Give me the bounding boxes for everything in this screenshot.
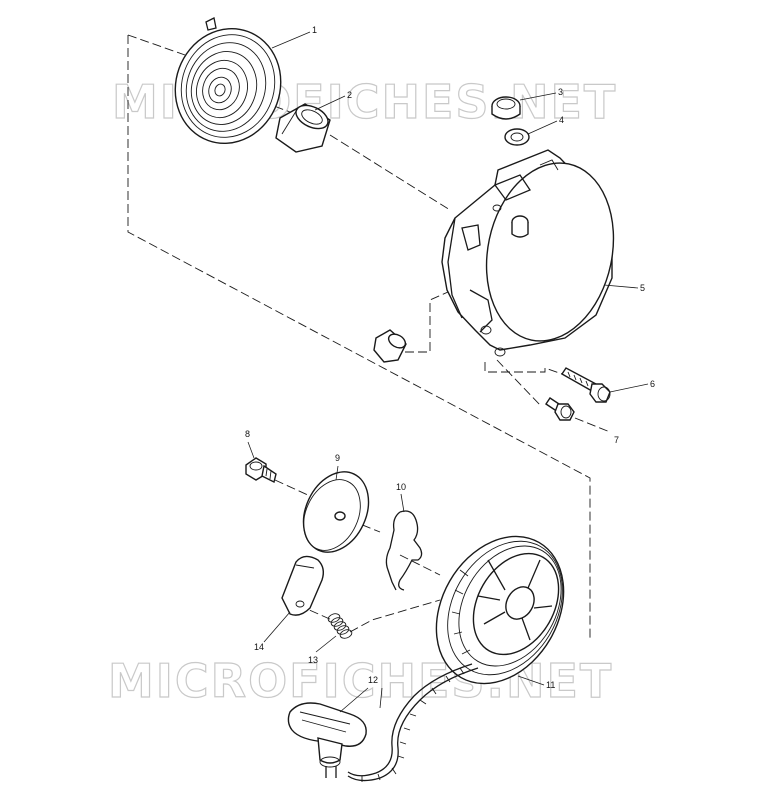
callout-7: 7 <box>614 435 619 445</box>
callout-12: 12 <box>368 675 378 685</box>
callout-2: 2 <box>347 90 352 100</box>
callout-10: 10 <box>396 482 406 492</box>
callout-9: 9 <box>335 453 340 463</box>
callout-8: 8 <box>245 429 250 439</box>
long-bolt <box>561 367 611 403</box>
callout-5: 5 <box>640 283 645 293</box>
callout-14: 14 <box>254 642 264 652</box>
callout-4: 4 <box>559 115 564 125</box>
washer <box>504 128 530 146</box>
rope-pulley <box>435 535 565 685</box>
callout-labels: 1 2 3 4 5 6 7 8 9 10 11 12 13 14 <box>245 25 655 690</box>
ratchet-pawl <box>281 555 325 616</box>
watermark-bottom: MICROFICHES.NET <box>108 654 613 708</box>
leader-lines <box>247 31 649 713</box>
starter-rope <box>347 663 479 782</box>
pawl-spring <box>327 613 353 639</box>
callout-1: 1 <box>312 25 317 35</box>
recoil-spring <box>174 17 282 145</box>
starter-handle <box>287 702 367 778</box>
callout-11: 11 <box>546 680 555 690</box>
recoil-housing <box>441 149 615 357</box>
small-bushing <box>373 329 407 363</box>
short-bolt <box>545 397 575 421</box>
plug <box>491 96 521 120</box>
friction-plate <box>302 471 370 553</box>
callout-6: 6 <box>650 379 655 389</box>
callout-3: 3 <box>558 87 563 97</box>
pawl-bolt <box>245 457 277 484</box>
bushing <box>275 103 331 153</box>
callout-13: 13 <box>308 655 318 665</box>
spring-clip <box>385 510 423 591</box>
